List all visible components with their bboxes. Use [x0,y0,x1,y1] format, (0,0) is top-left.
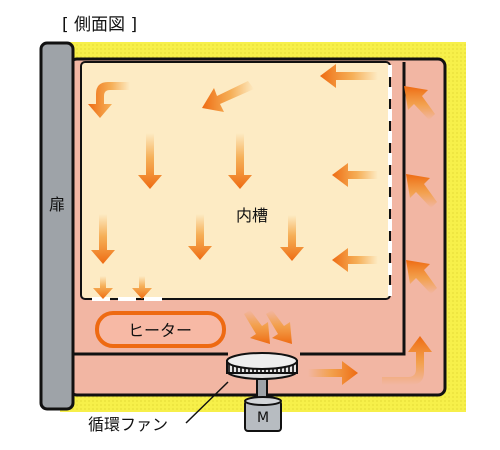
motor-top [244,396,282,406]
duct-partition-right [300,62,406,356]
airflow-arrow [188,214,212,260]
airflow-arrow [88,82,130,118]
airflow-arrow [308,361,358,385]
airflow-arrow [228,133,252,189]
fan-top [226,352,298,370]
heater-label: ヒーター [128,321,192,340]
airflow-arrow [93,276,113,299]
airflow-arrow [332,248,378,272]
airflow-arrow [91,214,115,264]
airflow-arrow [332,163,378,187]
airflow-arrow [138,133,162,189]
airflow-arrow [382,336,432,385]
fan-label: 循環ファン [88,415,168,434]
motor-label: M [257,410,269,426]
door [39,41,75,411]
airflow-arrow [406,174,437,208]
airflow-arrow [280,215,304,261]
heater [95,311,226,348]
airflow-arrow [320,64,378,88]
airflow-arrow [406,260,437,294]
airflow-arrow [202,81,254,112]
airflow-arrow [244,310,270,344]
diagram-title: [ 側面図 ] [62,15,137,35]
inner-chamber-label: 内槽 [236,206,268,225]
airflow-arrow [266,310,292,344]
door-label: 扉 [49,195,65,214]
fan-leader-line [185,381,229,424]
airflow-arrow [132,276,152,299]
airflow-arrow [404,86,435,120]
